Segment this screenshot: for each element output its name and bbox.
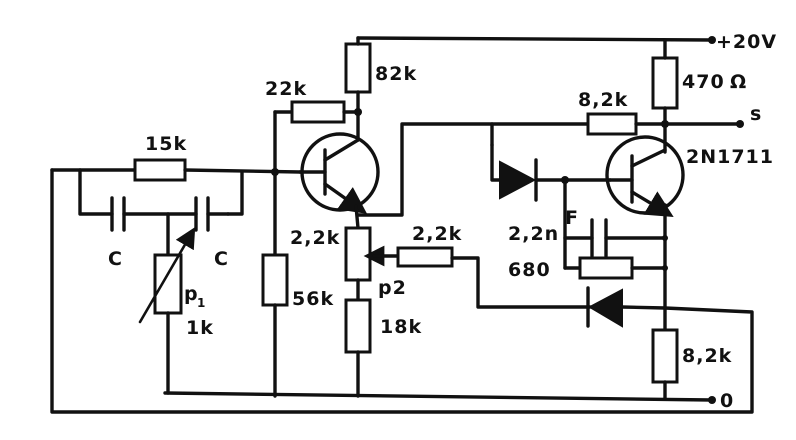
label-output: s (750, 103, 762, 125)
label-2-2k-emitter: 2,2k (290, 227, 340, 249)
potentiometer-p1 (153, 253, 183, 315)
resistor-680 (578, 256, 634, 280)
label-p2: p2 (378, 277, 407, 299)
label-p1-value: 1k (186, 317, 214, 339)
stage-2 (490, 38, 744, 400)
label-15k: 15k (145, 133, 187, 155)
capacitor-c-left (110, 196, 126, 232)
resistor-8-2k-coupling (586, 112, 638, 136)
label-680: 680 (508, 259, 551, 281)
label-f: F (565, 207, 579, 229)
feedback-network (372, 246, 592, 309)
resistor-15k (133, 158, 187, 182)
capacitor-c-right (194, 196, 210, 232)
resistor-18k (344, 298, 372, 354)
transistor-1 (298, 132, 380, 214)
resistor-470 (651, 56, 679, 110)
stage-1 (261, 36, 494, 398)
resistor-56k (261, 253, 289, 307)
supply-rail (356, 36, 716, 44)
rc-network (50, 158, 302, 395)
label-2-2n: 2,2n (508, 223, 559, 245)
label-8-2k-emitter: 8,2k (682, 345, 732, 367)
transistor-2n1711 (605, 135, 685, 217)
ground-rail (50, 168, 754, 414)
label-8-2k-coupling: 8,2k (578, 89, 628, 111)
label-cap-c-right: C (214, 248, 229, 270)
label-cap-c-left: C (108, 248, 123, 270)
label-56k: 56k (292, 288, 334, 310)
label-18k: 18k (380, 316, 422, 338)
base-network-2 (563, 178, 667, 280)
resistor-22k (290, 100, 346, 124)
diode-lower (586, 286, 667, 328)
diode-upper (490, 143, 612, 202)
label-ground: 0 (720, 390, 734, 412)
label-82k: 82k (375, 63, 417, 85)
resistor-82k (344, 42, 372, 94)
potentiometer-p2 (344, 226, 372, 282)
label-22k: 22k (265, 78, 307, 100)
label-2-2k-feedback: 2,2k (412, 223, 462, 245)
label-supply: +20V (716, 31, 777, 53)
resistor-8-2k-emitter (651, 328, 679, 384)
resistor-2-2k-feedback (396, 246, 454, 268)
label-p1-sub: 1 (197, 296, 206, 310)
label-p1: p (184, 283, 199, 305)
label-470: 470 (682, 71, 725, 93)
capacitor-2-2n (590, 218, 608, 258)
label-ohm: Ω (730, 71, 747, 93)
label-transistor: 2N1711 (686, 146, 774, 168)
